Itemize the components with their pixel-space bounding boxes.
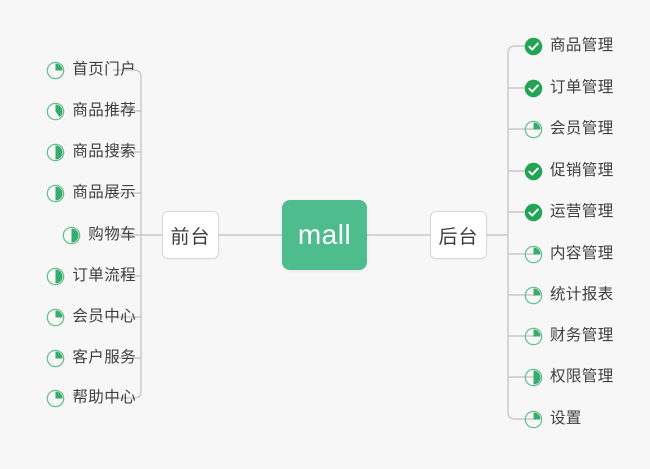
leaf-item[interactable]: 订单流程	[46, 263, 136, 289]
progress-pie-icon	[47, 184, 65, 202]
check-circle-icon	[524, 162, 543, 180]
leaf-item[interactable]: 内容管理	[524, 241, 614, 267]
root-node-label: mall	[297, 219, 352, 250]
progress-pie-icon	[524, 368, 543, 386]
progress-pie-icon	[47, 267, 65, 285]
progress-pie-icon	[63, 226, 81, 244]
leaf-item-label: 促销管理	[550, 162, 614, 179]
progress-pie-icon	[47, 102, 65, 120]
leaf-item-label: 购物车	[88, 226, 136, 243]
leaf-item[interactable]: 商品管理	[524, 33, 614, 59]
check-circle-icon	[524, 37, 543, 55]
progress-pie-icon	[524, 286, 543, 304]
leaf-item[interactable]: 会员中心	[46, 304, 136, 330]
leaf-item[interactable]: 促销管理	[524, 158, 614, 184]
branch-node-back-label: 后台	[438, 226, 479, 248]
leaf-item-label: 财务管理	[550, 327, 614, 344]
leaf-item[interactable]: 首页门户	[46, 57, 136, 83]
leaf-item[interactable]: 设置	[524, 406, 582, 432]
leaf-item-label: 商品推荐	[72, 102, 136, 119]
check-circle-icon	[524, 203, 543, 221]
progress-pie-icon	[524, 120, 543, 138]
leaf-item-label: 商品管理	[550, 37, 614, 54]
branch-node-back[interactable]: 后台	[430, 211, 487, 259]
root-node-mall[interactable]: mall	[282, 200, 367, 270]
leaf-item-label: 会员中心	[72, 308, 136, 325]
progress-pie-icon	[524, 410, 543, 428]
progress-pie-icon	[47, 61, 65, 79]
leaf-item[interactable]: 运营管理	[524, 199, 614, 225]
leaf-item[interactable]: 统计报表	[524, 282, 614, 308]
progress-pie-icon	[524, 245, 543, 263]
check-circle-icon	[524, 79, 543, 97]
leaf-item[interactable]: 购物车	[62, 222, 136, 248]
leaf-item-label: 运营管理	[550, 203, 614, 220]
leaf-item-label: 首页门户	[72, 61, 136, 78]
progress-pie-icon	[524, 327, 543, 345]
leaf-item-label: 订单管理	[550, 79, 614, 96]
branch-node-front[interactable]: 前台	[162, 211, 219, 259]
leaf-item-label: 帮助中心	[72, 389, 136, 406]
leaf-item-label: 商品搜索	[72, 143, 136, 160]
leaf-item-label: 设置	[550, 410, 582, 427]
leaf-item[interactable]: 商品展示	[46, 180, 136, 206]
leaf-item[interactable]: 财务管理	[524, 323, 614, 349]
branch-node-front-label: 前台	[170, 226, 211, 248]
leaf-item-label: 会员管理	[550, 120, 614, 137]
leaf-item[interactable]: 商品搜索	[46, 139, 136, 165]
leaf-item[interactable]: 商品推荐	[46, 98, 136, 124]
leaf-item-label: 统计报表	[550, 286, 614, 303]
leaf-item[interactable]: 订单管理	[524, 75, 614, 101]
progress-pie-icon	[47, 349, 65, 367]
leaf-item-label: 商品展示	[72, 184, 136, 201]
progress-pie-icon	[47, 143, 65, 161]
leaf-item[interactable]: 会员管理	[524, 116, 614, 142]
leaf-item-label: 内容管理	[550, 245, 614, 262]
progress-pie-icon	[47, 308, 65, 326]
progress-pie-icon	[47, 389, 65, 407]
leaf-item-label: 订单流程	[72, 267, 136, 284]
leaf-item-label: 权限管理	[550, 368, 614, 385]
leaf-item-label: 客户服务	[72, 349, 136, 366]
leaf-item[interactable]: 客户服务	[46, 345, 136, 371]
leaf-item[interactable]: 权限管理	[524, 364, 614, 390]
leaf-item[interactable]: 帮助中心	[46, 385, 136, 411]
